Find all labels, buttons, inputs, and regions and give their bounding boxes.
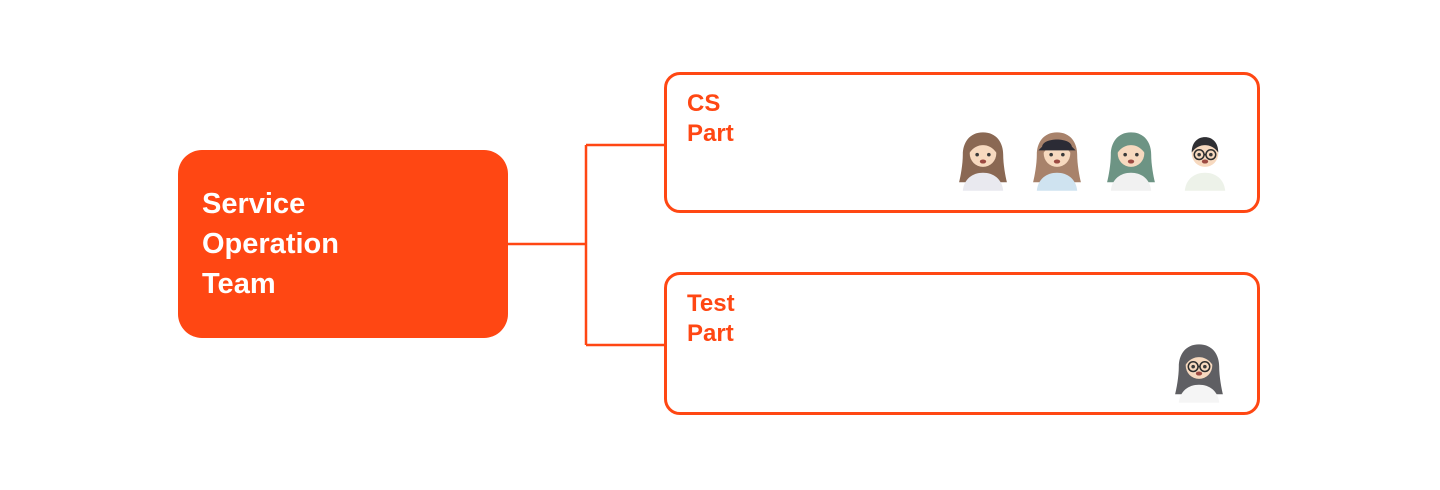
cs-member-avatar-2 (1023, 127, 1091, 195)
node-cs-part: CS Part (664, 72, 1260, 213)
test-part-label: Test Part (687, 290, 735, 348)
cs-member-avatar-4 (1171, 127, 1239, 195)
node-test-part: Test Part (664, 272, 1260, 415)
cs-member-avatar-1 (949, 127, 1017, 195)
root-node-label: Service Operation Team (202, 187, 339, 300)
test-member-avatar-1 (1165, 339, 1233, 407)
cs-member-avatar-3 (1097, 127, 1165, 195)
node-service-operation-team: Service Operation Team (178, 150, 508, 338)
cs-part-members (949, 127, 1239, 195)
cs-part-label: CS Part (687, 90, 734, 148)
test-part-members (1165, 339, 1233, 407)
